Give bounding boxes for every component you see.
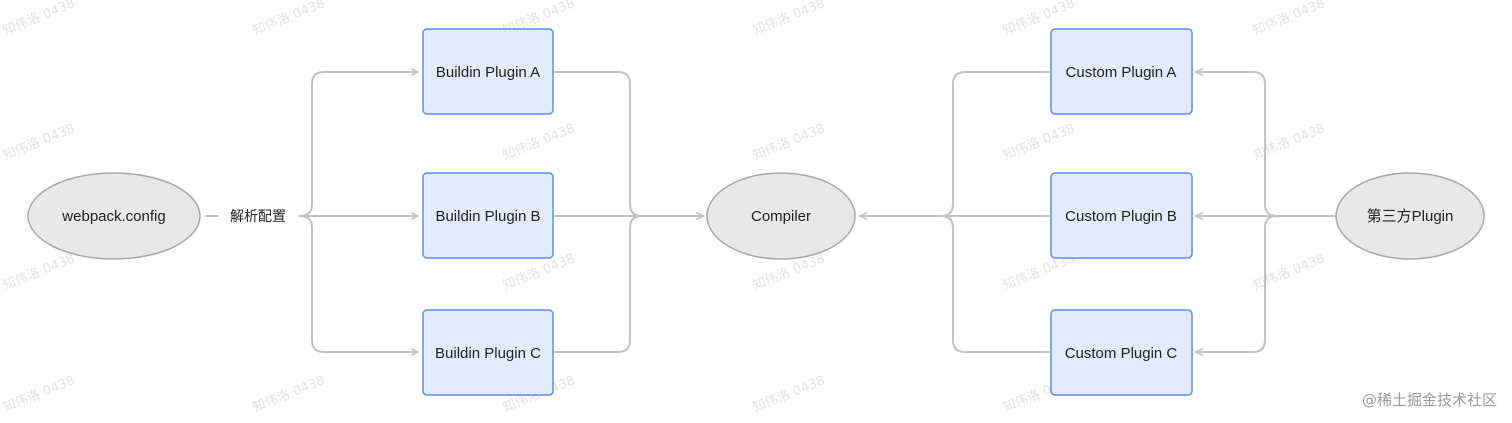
watermark: 知伟洛 0438 xyxy=(751,120,828,163)
node-label: Custom Plugin B xyxy=(1065,208,1177,225)
node-third-party-plugin: 第三方Plugin xyxy=(1335,172,1485,260)
connector-custom-c-out xyxy=(940,215,1050,353)
node-label: Buildin Plugin A xyxy=(436,64,540,81)
node-label: webpack.config xyxy=(61,208,165,225)
node-buildin-plugin-b: Buildin Plugin B xyxy=(422,172,554,259)
corner-watermark: @稀土掘金技术社区 xyxy=(1362,391,1497,409)
watermark: 知伟洛 0438 xyxy=(1001,120,1078,163)
connector-buildin-c-out xyxy=(554,215,643,353)
node-custom-plugin-b: Custom Plugin B xyxy=(1050,172,1193,259)
connector-to-custom-c xyxy=(1195,215,1336,356)
node-label: Custom Plugin A xyxy=(1066,64,1177,81)
watermark: 知伟洛 0438 xyxy=(1251,250,1328,293)
node-label: Buildin Plugin C xyxy=(435,345,541,362)
node-label: Compiler xyxy=(751,208,811,225)
watermark: 知伟洛 0438 xyxy=(501,120,578,163)
watermark: 知伟洛 0438 xyxy=(751,372,828,415)
edge-label-parse-config: 解析配置 xyxy=(230,209,286,225)
node-compiler: Compiler xyxy=(706,172,856,260)
node-custom-plugin-c: Custom Plugin C xyxy=(1050,309,1193,396)
plugin-box xyxy=(422,172,554,259)
plugin-box xyxy=(1050,172,1193,259)
connector-buildin-a-out xyxy=(554,71,643,217)
watermark: 知伟洛 0438 xyxy=(1,0,78,39)
watermark: 知伟洛 0438 xyxy=(1,250,78,293)
connector-to-custom-a xyxy=(1195,68,1336,217)
ellipse-shape xyxy=(1335,172,1485,260)
plugin-box xyxy=(422,28,554,115)
plugin-box xyxy=(1050,28,1193,115)
watermark: 知伟洛 0438 xyxy=(1,120,78,163)
plugin-box xyxy=(1050,309,1193,396)
node-label: 第三方Plugin xyxy=(1367,207,1454,225)
node-buildin-plugin-a: Buildin Plugin A xyxy=(422,28,554,115)
node-buildin-plugin-c: Buildin Plugin C xyxy=(422,309,554,396)
watermark: 知伟洛 0438 xyxy=(1251,120,1328,163)
ellipse-shape xyxy=(27,172,201,260)
connector-custom-a-out xyxy=(940,71,1050,217)
watermark: 知伟洛 0438 xyxy=(251,0,328,39)
watermark: 知伟洛 0438 xyxy=(1,372,78,415)
watermark: 知伟洛 0438 xyxy=(751,0,828,39)
plugin-box xyxy=(422,309,554,396)
connector-to-buildin-a xyxy=(299,68,419,217)
ellipse-shape xyxy=(706,172,856,260)
connector-to-buildin-c xyxy=(299,215,419,356)
node-label: Buildin Plugin B xyxy=(435,208,540,225)
connector-layer xyxy=(205,68,1336,356)
node-custom-plugin-a: Custom Plugin A xyxy=(1050,28,1193,115)
watermark: 知伟洛 0438 xyxy=(1251,0,1328,39)
node-label: Custom Plugin C xyxy=(1065,345,1178,362)
node-webpack-config: webpack.config xyxy=(27,172,201,260)
watermark: 知伟洛 0438 xyxy=(251,372,328,415)
